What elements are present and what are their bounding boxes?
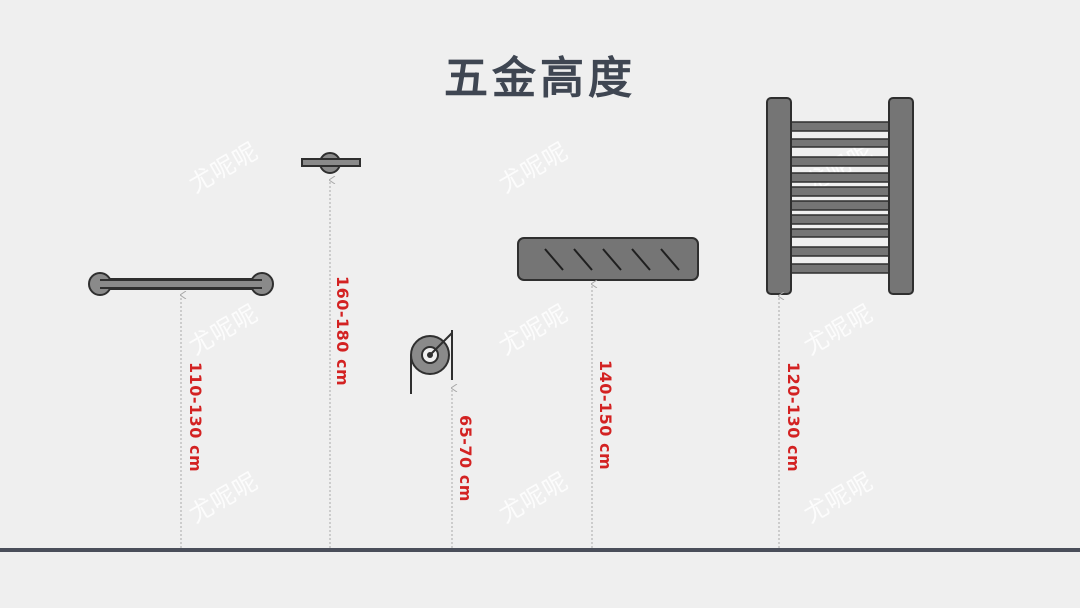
- towel-radiator-height-label: 120-130 cm: [784, 362, 803, 473]
- shower-head-height-label: 160-180 cm: [333, 276, 352, 387]
- shelf-height-label: 140-150 cm: [596, 360, 615, 471]
- toilet-paper-holder-icon: [410, 330, 453, 394]
- shower-head-icon: [301, 152, 361, 174]
- toilet-paper-holder-height-label: 65-70 cm: [456, 415, 475, 502]
- towel-radiator-icon: [766, 97, 914, 295]
- grab-bar-icon: [88, 272, 274, 296]
- shelf-icon: [517, 237, 699, 281]
- page-title: 五金高度: [444, 53, 636, 104]
- grab-bar-height-label: 110-130 cm: [186, 362, 205, 473]
